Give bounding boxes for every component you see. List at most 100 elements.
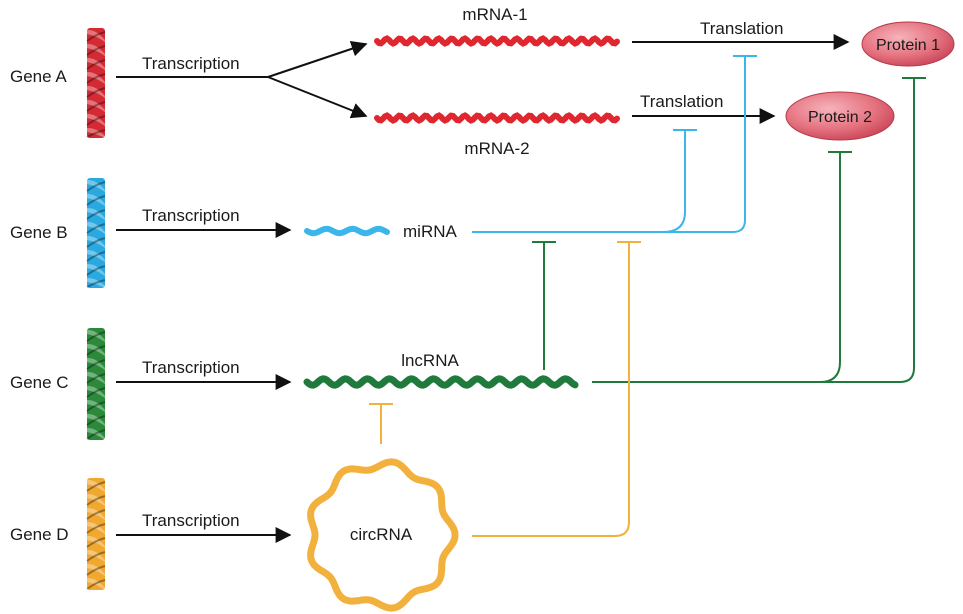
gene-d-transcription: Transcription (116, 511, 292, 543)
helix-strand-shadow (86, 509, 106, 520)
helix-strand-shadow (86, 401, 106, 412)
helix-strand-highlight (87, 343, 105, 356)
helix-body (87, 328, 105, 440)
helix-strand-highlight (87, 329, 105, 342)
helix-strand-highlight (87, 113, 105, 126)
gene-a-transcription: Transcription (116, 41, 368, 119)
mrna-2-strand (374, 112, 620, 124)
mrna-2-label: mRNA-2 (464, 139, 529, 158)
transcription-label-a: Transcription (142, 54, 240, 73)
helix-strand-highlight (87, 263, 105, 276)
helix-strand-highlight (87, 385, 105, 398)
helix-strand-highlight (87, 563, 105, 576)
helix-strand-shadow (86, 481, 106, 492)
gene-a-label: Gene A (10, 67, 67, 86)
helix-strand-shadow (86, 373, 106, 384)
helix-strand-shadow (86, 359, 106, 370)
helix-body (87, 478, 105, 590)
transcription-label-b: Transcription (142, 206, 240, 225)
helix-strand-shadow (86, 101, 106, 112)
helix-strand-highlight (87, 99, 105, 112)
gene-a-helix (86, 28, 106, 138)
helix-strand-highlight (87, 535, 105, 548)
circrna-inhibition-lines (369, 241, 641, 537)
helix-strand-highlight (87, 277, 105, 288)
helix-strand-highlight (87, 221, 105, 234)
helix-strand-highlight (87, 57, 105, 70)
helix-strand-highlight (87, 493, 105, 506)
helix-strand-shadow (86, 195, 106, 206)
mrna-1-strand (374, 35, 620, 47)
protein-1-label: Protein 1 (876, 37, 940, 54)
gene-d-label: Gene D (10, 525, 69, 544)
helix-strand-shadow (86, 331, 106, 342)
gene-b-transcription: Transcription (116, 206, 292, 238)
helix-strand-shadow (86, 279, 106, 288)
mirna-label: miRNA (403, 222, 457, 241)
mirna-strand (304, 225, 390, 237)
helix-strand-highlight (87, 549, 105, 562)
helix-body (87, 28, 105, 138)
helix-strand-shadow (86, 387, 106, 398)
helix-strand-shadow (86, 237, 106, 248)
gene-c-transcription: Transcription (116, 358, 292, 390)
helix-strand-shadow (86, 345, 106, 356)
translation-label-1: Translation (700, 19, 783, 38)
helix-strand-shadow (86, 45, 106, 56)
gene-b-helix (86, 178, 106, 288)
helix-strand-shadow (86, 115, 106, 126)
lncrna-inhibition-lines (532, 77, 926, 383)
helix-strand-highlight (87, 43, 105, 56)
helix-strand-highlight (87, 249, 105, 262)
lncrna-label: lncRNA (401, 351, 459, 370)
helix-strand-shadow (86, 551, 106, 562)
helix-strand-highlight (87, 479, 105, 492)
helix-strand-highlight (87, 235, 105, 248)
circrna-ring (307, 458, 459, 612)
helix-strand-shadow (86, 129, 106, 138)
protein-1: Protein 1 (861, 21, 955, 67)
helix-strand-shadow (86, 537, 106, 548)
gene-b-label: Gene B (10, 223, 68, 242)
transcription-label-d: Transcription (142, 511, 240, 530)
helix-strand-highlight (87, 179, 105, 192)
helix-strand-highlight (87, 399, 105, 412)
translation-2: Translation (632, 92, 776, 124)
protein-2: Protein 2 (785, 91, 895, 141)
helix-strand-highlight (87, 193, 105, 206)
gene-d-helix (86, 478, 106, 590)
protein-2-label: Protein 2 (808, 109, 872, 126)
gene-c-helix (86, 328, 106, 440)
helix-strand-shadow (86, 181, 106, 192)
helix-strand-shadow (86, 31, 106, 42)
helix-strand-shadow (86, 59, 106, 70)
helix-strand-highlight (87, 371, 105, 384)
helix-strand-shadow (86, 73, 106, 84)
helix-strand-highlight (87, 357, 105, 370)
helix-strand-highlight (87, 413, 105, 426)
helix-strand-shadow (86, 495, 106, 506)
helix-strand-shadow (86, 251, 106, 262)
helix-strand-shadow (86, 523, 106, 534)
helix-strand-highlight (87, 521, 105, 534)
lncrna-strand (303, 375, 579, 389)
helix-strand-highlight (87, 85, 105, 98)
translation-1: Translation (632, 19, 850, 50)
helix-body (87, 178, 105, 288)
helix-strand-highlight (87, 29, 105, 42)
translation-label-2: Translation (640, 92, 723, 111)
helix-strand-shadow (86, 223, 106, 234)
circrna-label: circRNA (350, 525, 413, 544)
helix-strand-highlight (87, 207, 105, 220)
helix-strand-highlight (87, 71, 105, 84)
helix-strand-shadow (86, 429, 106, 440)
helix-strand-highlight (87, 507, 105, 520)
transcription-label-c: Transcription (142, 358, 240, 377)
helix-strand-shadow (86, 87, 106, 98)
mrna-1-label: mRNA-1 (462, 5, 527, 24)
helix-strand-shadow (86, 265, 106, 276)
mirna-inhibition-lines (472, 55, 757, 233)
helix-strand-shadow (86, 565, 106, 576)
gene-c-label: Gene C (10, 373, 69, 392)
